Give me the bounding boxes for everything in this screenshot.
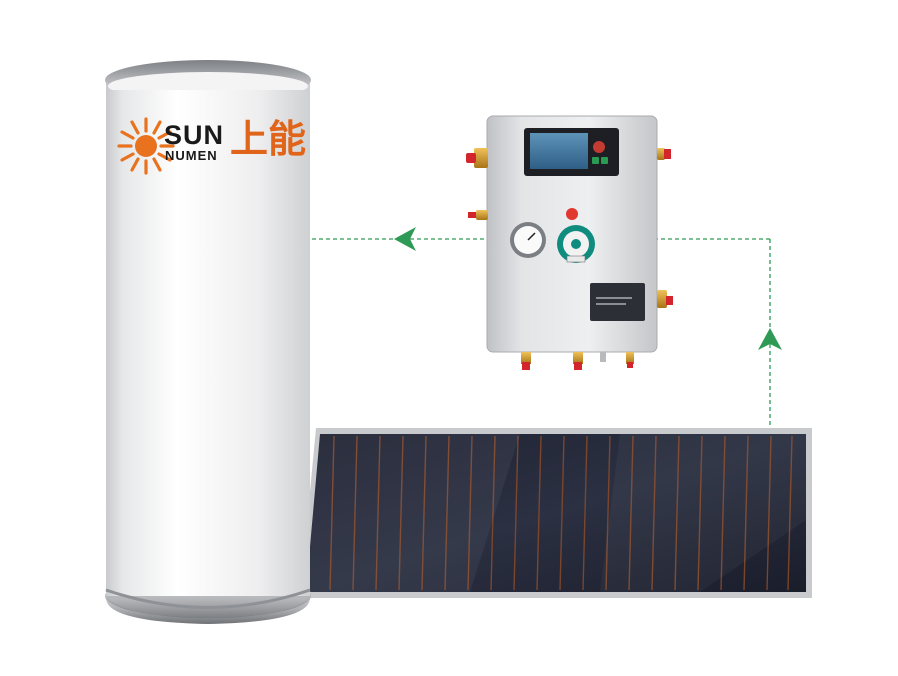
solar-collector <box>300 428 812 598</box>
sun-logo-icon <box>117 117 175 175</box>
flow-arrow-up-icon <box>758 328 782 350</box>
storage-tank <box>105 60 311 624</box>
brand-name-cn: 上能 <box>230 117 307 161</box>
controller-box <box>466 115 673 370</box>
flow-arrow-left-icon <box>394 227 416 251</box>
brand-name-line2: NUMEN <box>165 148 218 163</box>
brand-name-line1: SUN <box>164 120 225 150</box>
